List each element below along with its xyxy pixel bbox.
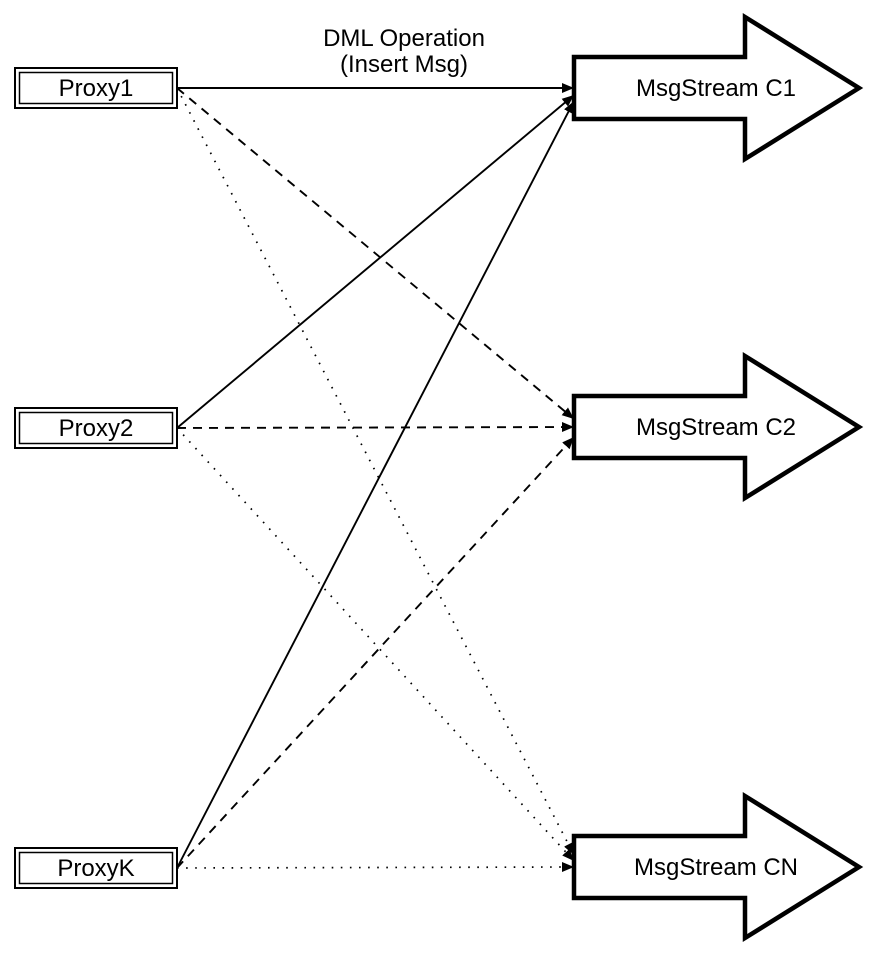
proxy-node-proxy1-box xyxy=(14,67,178,109)
proxy-node-proxy1: Proxy1 xyxy=(14,67,178,109)
stream-arrow-c1-label: MsgStream C1 xyxy=(636,75,796,102)
block-arrow-shape-c1 xyxy=(571,12,864,164)
caption-line2: (Insert Msg) xyxy=(340,51,468,78)
proxy-node-proxy2-box xyxy=(14,407,178,449)
edge-proxyk-cn-dotted xyxy=(176,862,575,873)
proxy-node-proxyk: ProxyK xyxy=(14,847,178,889)
proxy-node-proxy2: Proxy2 xyxy=(14,407,178,449)
stream-arrow-cn: MsgStream CN xyxy=(571,791,864,943)
stream-arrow-c2-label: MsgStream C2 xyxy=(636,414,796,441)
caption-line1: DML Operation xyxy=(323,25,485,52)
edge-proxy2-c2-dashed xyxy=(176,422,575,433)
proxy-node-proxyk-box xyxy=(14,847,178,889)
stream-arrow-c2: MsgStream C2 xyxy=(571,351,864,503)
stream-arrow-cn-label: MsgStream CN xyxy=(634,854,798,881)
block-arrow-shape-cn xyxy=(571,791,864,943)
stream-arrow-c1: MsgStream C1 xyxy=(571,12,864,164)
edge-proxy1-c2-dashed xyxy=(176,87,575,420)
edge-proxyk-c1-solid xyxy=(176,100,575,869)
caption: DML Operation (Insert Msg) xyxy=(323,25,485,78)
proxy-node-proxy1-label: Proxy1 xyxy=(59,75,134,102)
proxy-node-proxyk-label: ProxyK xyxy=(57,855,134,882)
edge-proxy1-cn-dotted xyxy=(176,87,575,856)
edge-proxyk-c2-dashed xyxy=(176,436,575,869)
block-arrow-shape-c2 xyxy=(571,351,864,503)
proxy-node-proxyk-box-inner xyxy=(18,851,174,885)
proxy-node-proxy1-box-inner xyxy=(18,71,174,105)
edge-proxy2-c1-solid xyxy=(176,94,575,429)
proxy-node-proxy2-label: Proxy2 xyxy=(59,415,134,442)
edge-proxy2-cn-dotted xyxy=(176,427,575,862)
proxy-node-proxy2-box-inner xyxy=(18,411,174,445)
